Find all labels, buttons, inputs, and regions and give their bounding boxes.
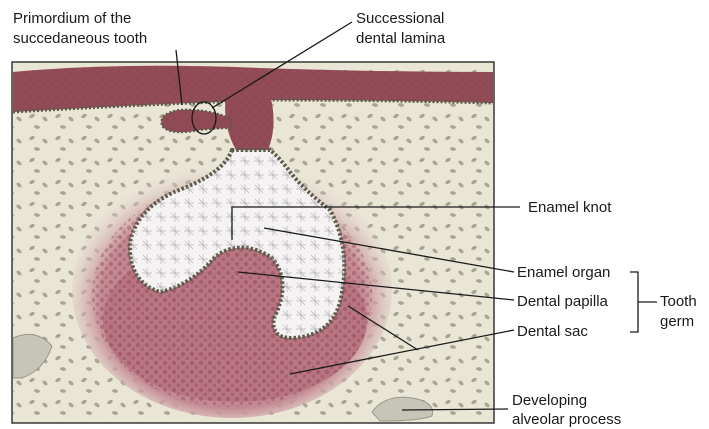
label-primordium-line2: succedaneous tooth — [13, 30, 147, 47]
label-primordium-line1: Primordium of the — [13, 10, 131, 27]
label-dental-papilla: Dental papilla — [517, 293, 609, 310]
label-alveolar-line1: Developing — [512, 392, 587, 409]
label-enamel-knot: Enamel knot — [528, 199, 612, 216]
label-alveolar-line2: alveolar process — [512, 411, 621, 428]
label-lamina-line1: Successional — [356, 10, 444, 27]
label-tooth-line2: germ — [660, 313, 694, 330]
label-lamina-line2: dental lamina — [356, 30, 446, 47]
label-dental-sac: Dental sac — [517, 323, 588, 340]
label-enamel-organ: Enamel organ — [517, 264, 610, 281]
label-tooth-line1: Tooth — [660, 293, 697, 310]
